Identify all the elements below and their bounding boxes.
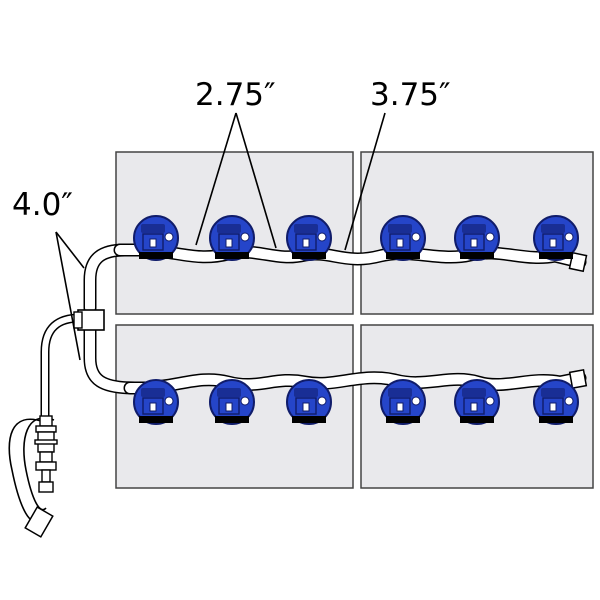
hose-connector-icon <box>34 415 58 493</box>
dimension-label-2-75: 2.75″ <box>195 77 276 113</box>
end-plug-top <box>568 251 588 273</box>
watering-cap-icon <box>133 215 179 261</box>
watering-cap-icon <box>533 215 579 261</box>
watering-cap-icon <box>286 379 332 425</box>
dimension-label-3-75: 3.75″ <box>370 77 451 113</box>
tee-fitting-icon <box>73 309 105 331</box>
leader-3-75 <box>344 112 386 251</box>
watering-cap-icon <box>133 379 179 425</box>
watering-cap-icon <box>380 215 426 261</box>
leader-2-75-b <box>235 112 277 249</box>
leader-4-0-a <box>55 231 85 269</box>
loose-hose-end <box>24 506 54 538</box>
caps-layer <box>133 215 579 425</box>
end-plug-bottom <box>568 369 588 389</box>
watering-cap-icon <box>209 215 255 261</box>
dimension-label-4-0: 4.0″ <box>12 187 73 223</box>
leader-lines <box>55 112 386 361</box>
watering-cap-icon <box>209 379 255 425</box>
leader-4-0-b <box>55 231 81 361</box>
watering-cap-icon <box>454 379 500 425</box>
watering-cap-icon <box>286 215 332 261</box>
watering-cap-icon <box>380 379 426 425</box>
battery-cells <box>115 151 594 489</box>
leader-2-75-a <box>195 112 237 246</box>
watering-cap-icon <box>454 215 500 261</box>
watering-cap-icon <box>533 379 579 425</box>
